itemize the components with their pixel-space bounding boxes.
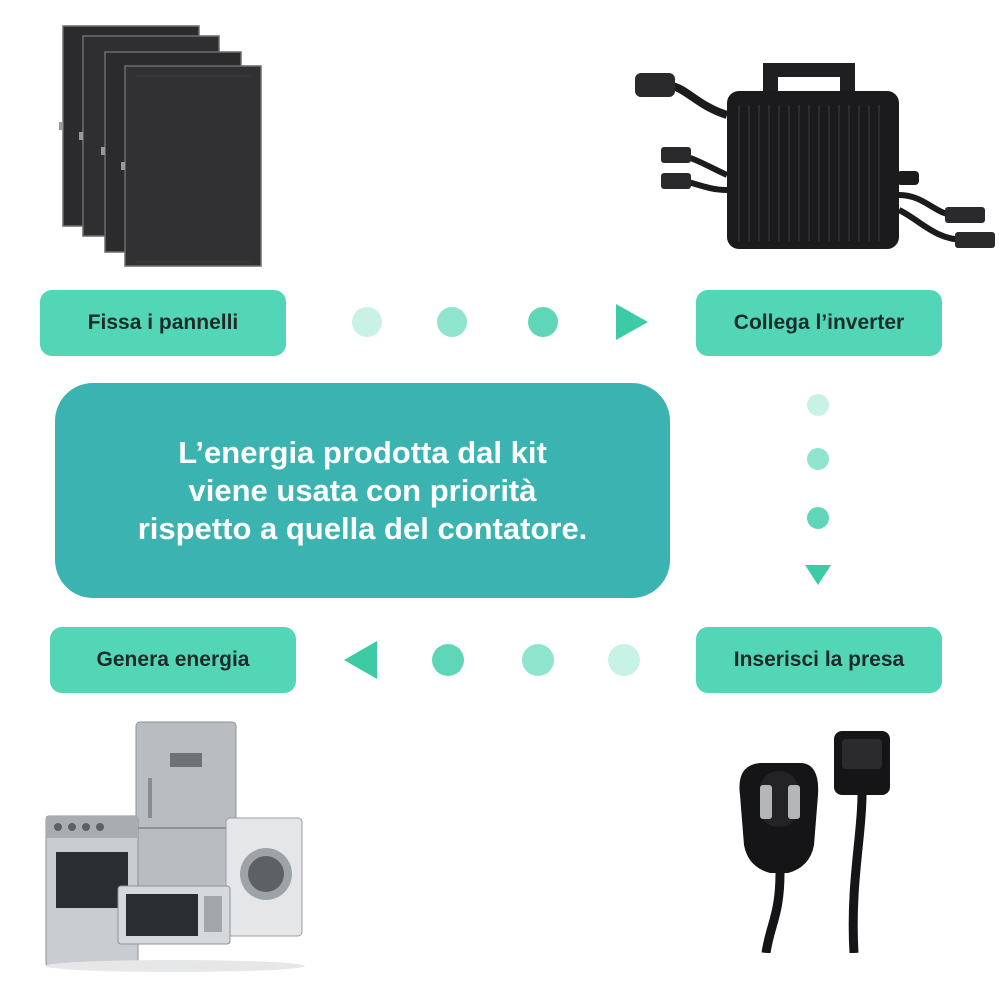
flow-dot xyxy=(352,307,382,337)
panel-text-line: viene usata con priorità xyxy=(188,472,537,508)
step-generate-energy: Genera energia xyxy=(50,627,296,693)
step-insert-plug: Inserisci la presa xyxy=(696,627,942,693)
flow-dot xyxy=(432,644,464,676)
micro-inverter-icon xyxy=(635,63,995,249)
step-connect-inverter: Collega l’inverter xyxy=(696,290,942,356)
flow-dot xyxy=(522,644,554,676)
home-appliances-icon xyxy=(45,721,305,972)
panel-text-line: rispetto a quella del contatore. xyxy=(137,510,588,546)
solar-panels-icon xyxy=(59,25,262,267)
flow-dot xyxy=(807,394,829,416)
arrow-left-icon xyxy=(344,641,377,679)
flow-dot xyxy=(807,448,829,470)
energy-priority-panel: L’energia prodotta dal kit viene usata c… xyxy=(55,383,670,598)
panel-text-line: L’energia prodotta dal kit xyxy=(178,434,547,470)
arrow-down-icon xyxy=(805,565,831,585)
step-fix-panels: Fissa i pannelli xyxy=(40,290,286,356)
flow-dot xyxy=(528,307,558,337)
arrow-right-icon xyxy=(616,304,648,340)
flow-dot xyxy=(437,307,467,337)
power-cable-plug-icon xyxy=(739,731,890,953)
flow-dot xyxy=(608,644,640,676)
flow-dot xyxy=(807,507,829,529)
